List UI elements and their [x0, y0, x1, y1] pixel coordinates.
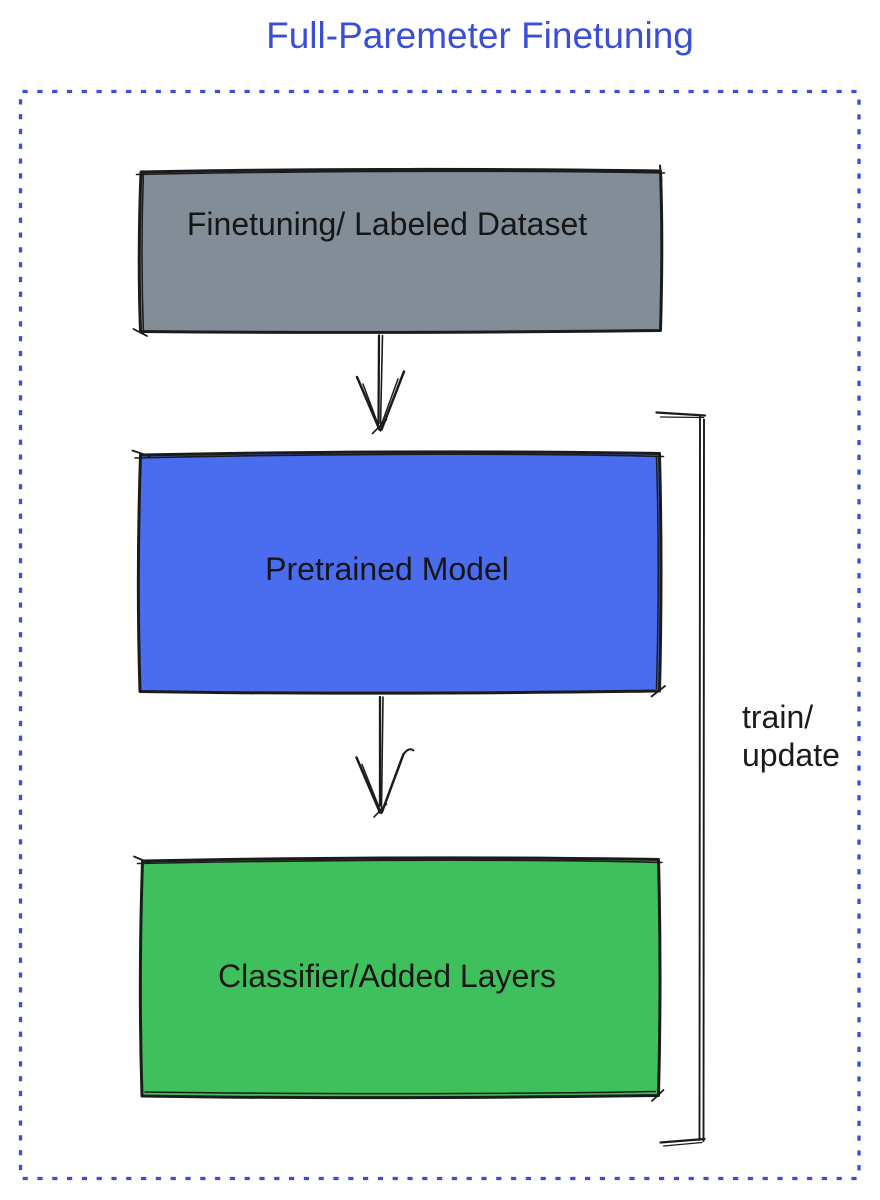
sketch-stroke — [371, 418, 388, 435]
annotation-line-2: update — [742, 737, 840, 773]
sketch-stroke — [379, 334, 384, 427]
arrow-shaft — [377, 334, 381, 425]
box-outline — [137, 167, 664, 334]
arrow-wing — [355, 375, 381, 431]
sketch-stroke — [361, 763, 383, 815]
sketch-stroke — [650, 685, 666, 698]
sketch-stroke — [380, 696, 384, 809]
finetuning-dataset-box — [132, 164, 666, 337]
pretrained-model-box — [131, 449, 666, 698]
finetuning-dataset-box-fill — [139, 169, 662, 333]
sketch-stroke — [362, 383, 382, 432]
train-update-annotation: train/ update — [742, 698, 840, 774]
dashed-frame-border — [18, 89, 861, 1181]
sketch-stroke — [655, 456, 659, 690]
arrow-wing — [355, 756, 382, 814]
sketch-stroke — [144, 1090, 657, 1095]
sketch-stroke — [132, 328, 148, 337]
bracket-bottom — [659, 1137, 706, 1144]
arrow-pretrained-to-classifier-icon — [355, 695, 415, 818]
pretrained-model-box-fill — [138, 451, 661, 694]
pretrained-model-label: Pretrained Model — [265, 551, 509, 587]
sketch-stroke — [373, 803, 388, 818]
sketch-stroke — [659, 416, 705, 419]
finetuning-dataset-label: Finetuning/ Labeled Dataset — [186, 206, 588, 242]
sketch-stroke — [136, 859, 663, 865]
arrow-wing — [380, 752, 405, 814]
train-update-bracket — [655, 411, 707, 1147]
arrow-dataset-to-pretrained-icon — [355, 334, 406, 435]
classifier-added-layers-label: Classifier/Added Layers — [218, 958, 556, 994]
sketch-stroke — [662, 1141, 703, 1147]
sketch-stroke — [133, 855, 151, 864]
annotation-line-1: train/ — [742, 699, 814, 735]
sketch-stroke — [141, 170, 145, 335]
sketch-stroke — [131, 449, 151, 458]
classifier-added-layers-box-fill — [140, 857, 660, 1098]
page-title: Full-Paremeter Finetuning — [266, 15, 694, 56]
sketch-stroke — [135, 170, 666, 176]
sketch-stroke — [651, 1089, 665, 1102]
classifier-added-layers-box — [133, 855, 665, 1102]
sketch-stroke — [134, 453, 665, 459]
sketch-stroke — [379, 378, 399, 428]
sketch-stroke — [659, 164, 663, 182]
sketch-stroke — [402, 748, 415, 756]
bracket-top — [655, 411, 707, 417]
bracket-vertical — [698, 415, 701, 1141]
sketch-stroke — [702, 418, 705, 1142]
